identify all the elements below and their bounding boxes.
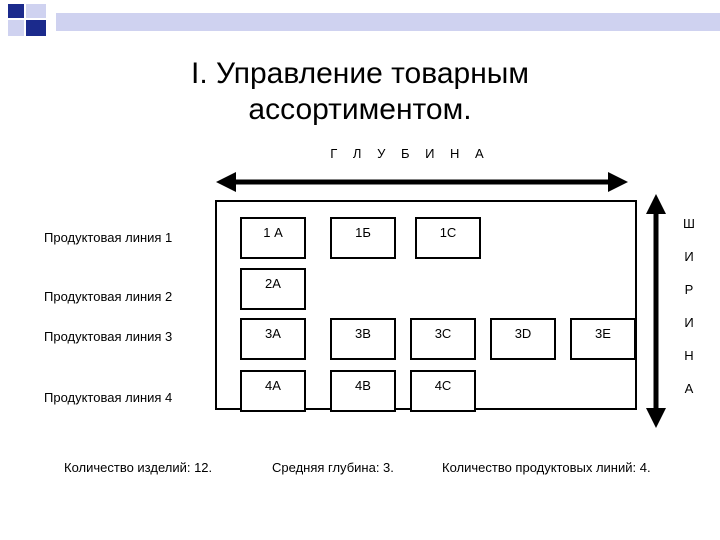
width-letter: Ш bbox=[683, 216, 695, 231]
width-letter: А bbox=[684, 381, 694, 396]
depth-arrow-right-head bbox=[608, 172, 628, 192]
product-line-4-label: Продуктовая линия 4 bbox=[44, 390, 173, 405]
width-arrow-bottom-head bbox=[646, 408, 666, 428]
product-line-3-label: Продуктовая линия 3 bbox=[44, 329, 173, 344]
footer-average-depth: Средняя глубина: 3. bbox=[272, 460, 394, 475]
cell-3e: 3Е bbox=[570, 318, 636, 360]
cell-2a: 2А bbox=[240, 268, 306, 310]
cell-1c: 1С bbox=[415, 217, 481, 259]
title-line-1: I. Управление товарным bbox=[191, 57, 529, 90]
cell-1b: 1Б bbox=[330, 217, 396, 259]
width-letter: И bbox=[684, 315, 694, 330]
cell-4b: 4В bbox=[330, 370, 396, 412]
title-line-2: ассортиментом. bbox=[248, 93, 472, 126]
cell-3d: 3D bbox=[490, 318, 556, 360]
width-letter: Р bbox=[684, 282, 694, 297]
footer-item-count: Количество изделий: 12. bbox=[64, 460, 213, 475]
cell-1a: 1 А bbox=[240, 217, 306, 259]
cell-3c: 3С bbox=[410, 318, 476, 360]
depth-arrow-left-head bbox=[216, 172, 236, 192]
corner-square-dark bbox=[8, 4, 24, 18]
footer-lines-count: Количество продуктовых линий: 4. bbox=[442, 460, 651, 475]
width-letter: И bbox=[684, 249, 694, 264]
product-line-2-label: Продуктовая линия 2 bbox=[44, 289, 173, 304]
cell-3a: 3А bbox=[240, 318, 306, 360]
cell-4c: 4С bbox=[410, 370, 476, 412]
corner-square-dark bbox=[26, 20, 46, 36]
corner-square-light bbox=[26, 4, 46, 18]
product-line-1-label: Продуктовая линия 1 bbox=[44, 230, 173, 245]
page-title: I. Управление товарным ассортиментом. bbox=[100, 56, 620, 128]
cell-3b: 3В bbox=[330, 318, 396, 360]
cell-4a: 4А bbox=[240, 370, 306, 412]
width-arrow-top-head bbox=[646, 194, 666, 214]
header-bar bbox=[56, 13, 720, 31]
width-letter: Н bbox=[684, 348, 694, 363]
corner-square-light bbox=[8, 20, 24, 36]
depth-label: Г Л У Б И Н А bbox=[330, 146, 490, 161]
